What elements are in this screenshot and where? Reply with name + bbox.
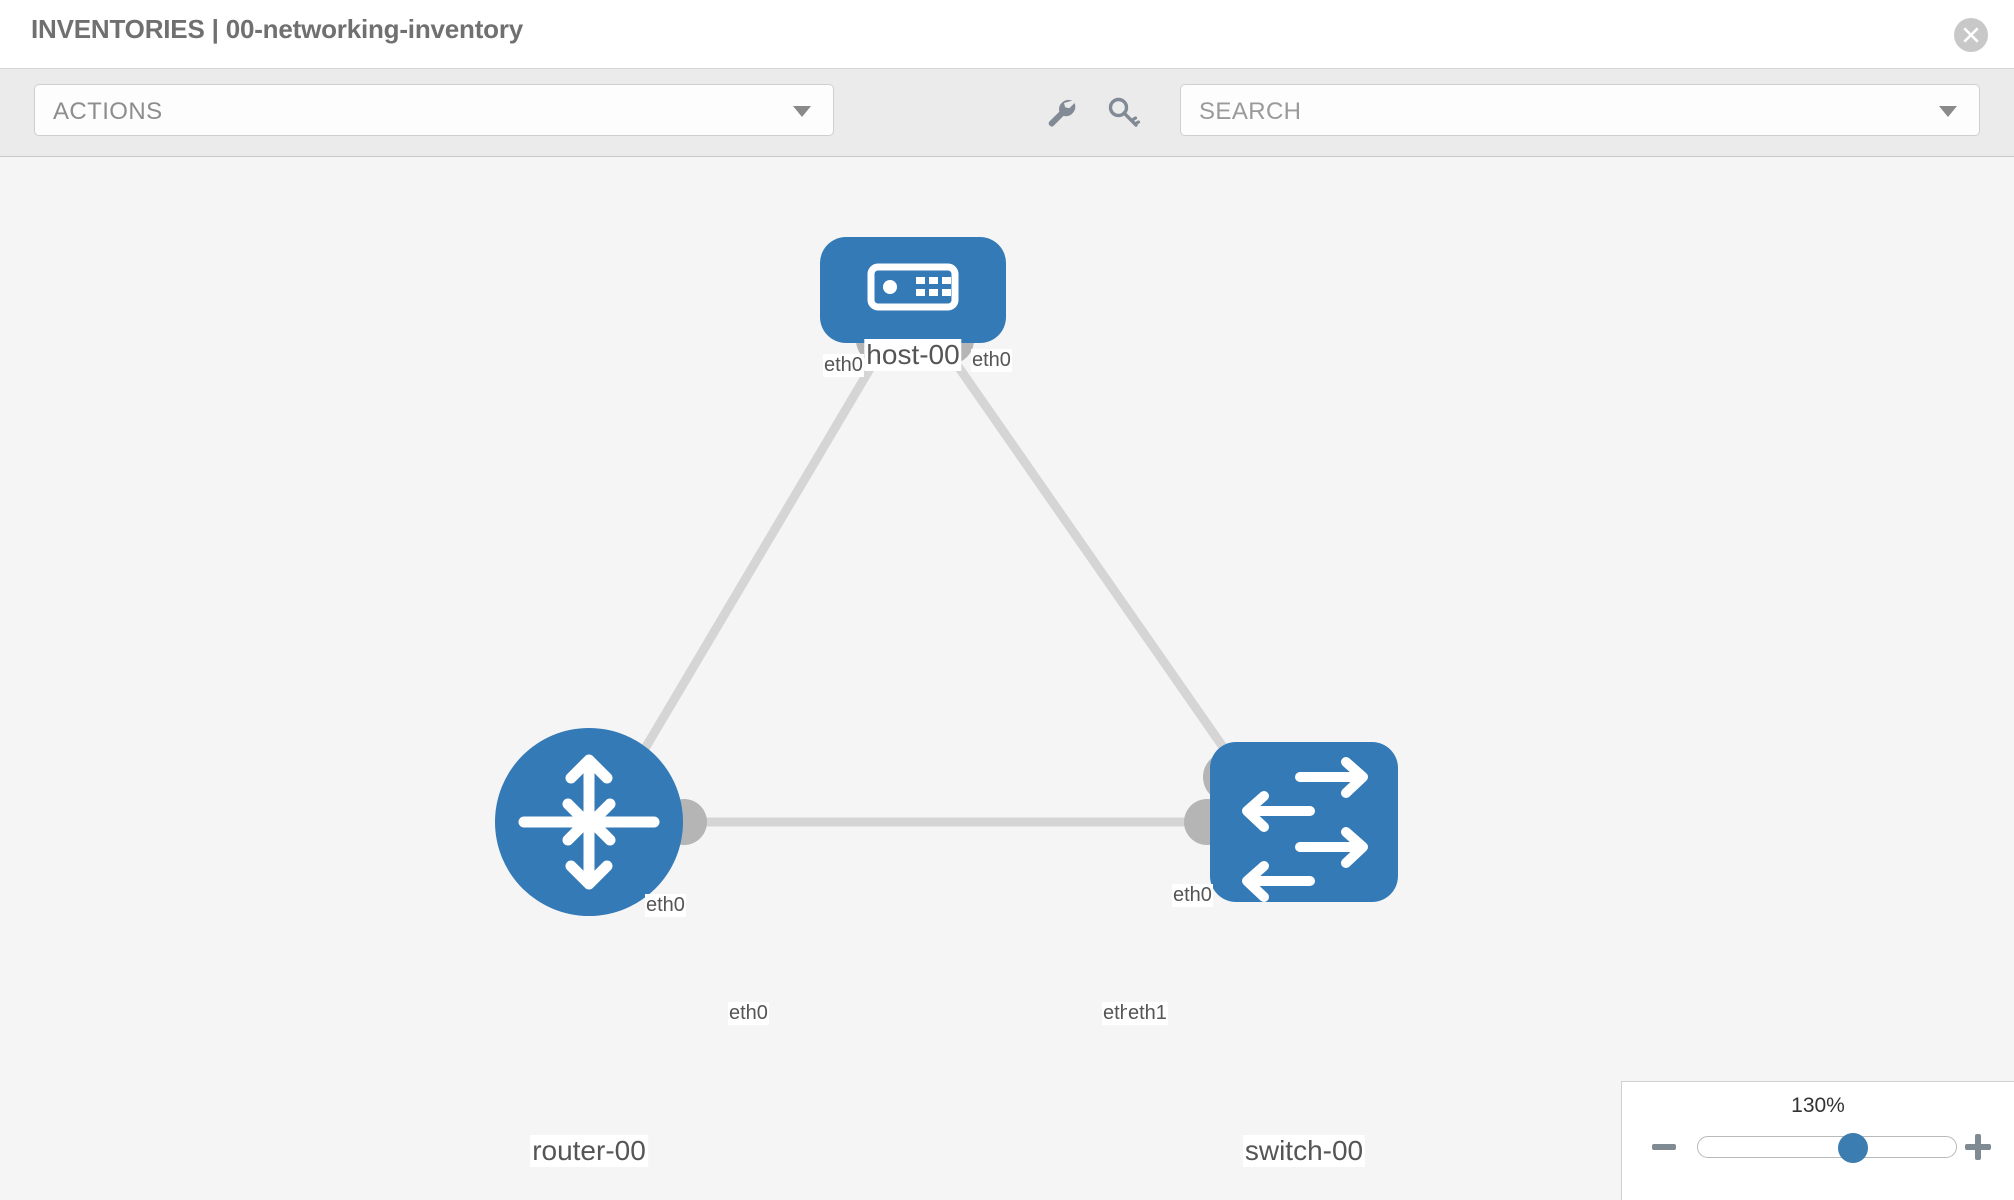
zoom-out-button[interactable] — [1652, 1144, 1676, 1150]
chevron-down-icon — [793, 106, 811, 117]
node-label-host-00: host-00 — [864, 339, 962, 371]
search-dropdown[interactable]: SEARCH — [1180, 84, 1980, 136]
close-icon — [1963, 27, 1979, 43]
zoom-percent-label: 130% — [1791, 1094, 1845, 1117]
port-label-router00-eth0: eth0 — [728, 1002, 769, 1025]
node-switch-00[interactable] — [1210, 742, 1398, 902]
zoom-slider-thumb[interactable] — [1837, 1133, 1868, 1163]
actions-dropdown[interactable]: ACTIONS — [34, 84, 834, 136]
node-label-switch-00: switch-00 — [1242, 1135, 1366, 1167]
port-label-host00-eth0-right: eth0 — [971, 349, 1012, 372]
actions-dropdown-label: ACTIONS — [53, 98, 163, 125]
node-router-00[interactable] — [495, 728, 683, 916]
server-icon — [867, 263, 959, 311]
wrench-button[interactable] — [1043, 94, 1079, 130]
close-button[interactable] — [1954, 18, 1988, 52]
zoom-slider[interactable] — [1697, 1133, 1957, 1163]
port-label-switch00-uplink-eth0: eth0 — [1172, 884, 1213, 907]
topology-ports — [661, 316, 1253, 845]
node-host-00[interactable] — [820, 237, 1006, 343]
zoom-in-button[interactable] — [1965, 1134, 1991, 1160]
page-title: INVENTORIES | 00-networking-inventory — [31, 14, 524, 44]
topology-canvas[interactable]: host-00 router-00 switch-00 eth0 eth0 et… — [0, 157, 2014, 1200]
topology-edges — [636, 359, 1234, 827]
key-icon — [1108, 97, 1141, 127]
edge-host00-switch00[interactable] — [951, 359, 1234, 760]
search-input[interactable]: SEARCH — [1199, 98, 1302, 125]
topology-graph — [495, 237, 1398, 916]
zoom-control-panel: 130% — [1621, 1081, 2014, 1200]
port-label-host00-eth0-left: eth0 — [823, 354, 864, 377]
port-label-router00-uplink-eth0: eth0 — [645, 894, 686, 917]
node-label-router-00: router-00 — [530, 1135, 648, 1167]
port-label-switch00-eth1: eth1 — [1127, 1002, 1168, 1025]
key-button[interactable] — [1105, 94, 1141, 130]
edge-host00-router00[interactable] — [636, 359, 878, 760]
chevron-down-icon — [1939, 106, 1957, 117]
page-header: INVENTORIES | 00-networking-inventory — [0, 0, 2014, 69]
router-arrows-icon — [518, 754, 660, 890]
wrench-icon — [1048, 99, 1076, 127]
switch-arrows-icon — [1242, 757, 1368, 902]
zoom-slider-row — [1622, 1130, 2014, 1176]
